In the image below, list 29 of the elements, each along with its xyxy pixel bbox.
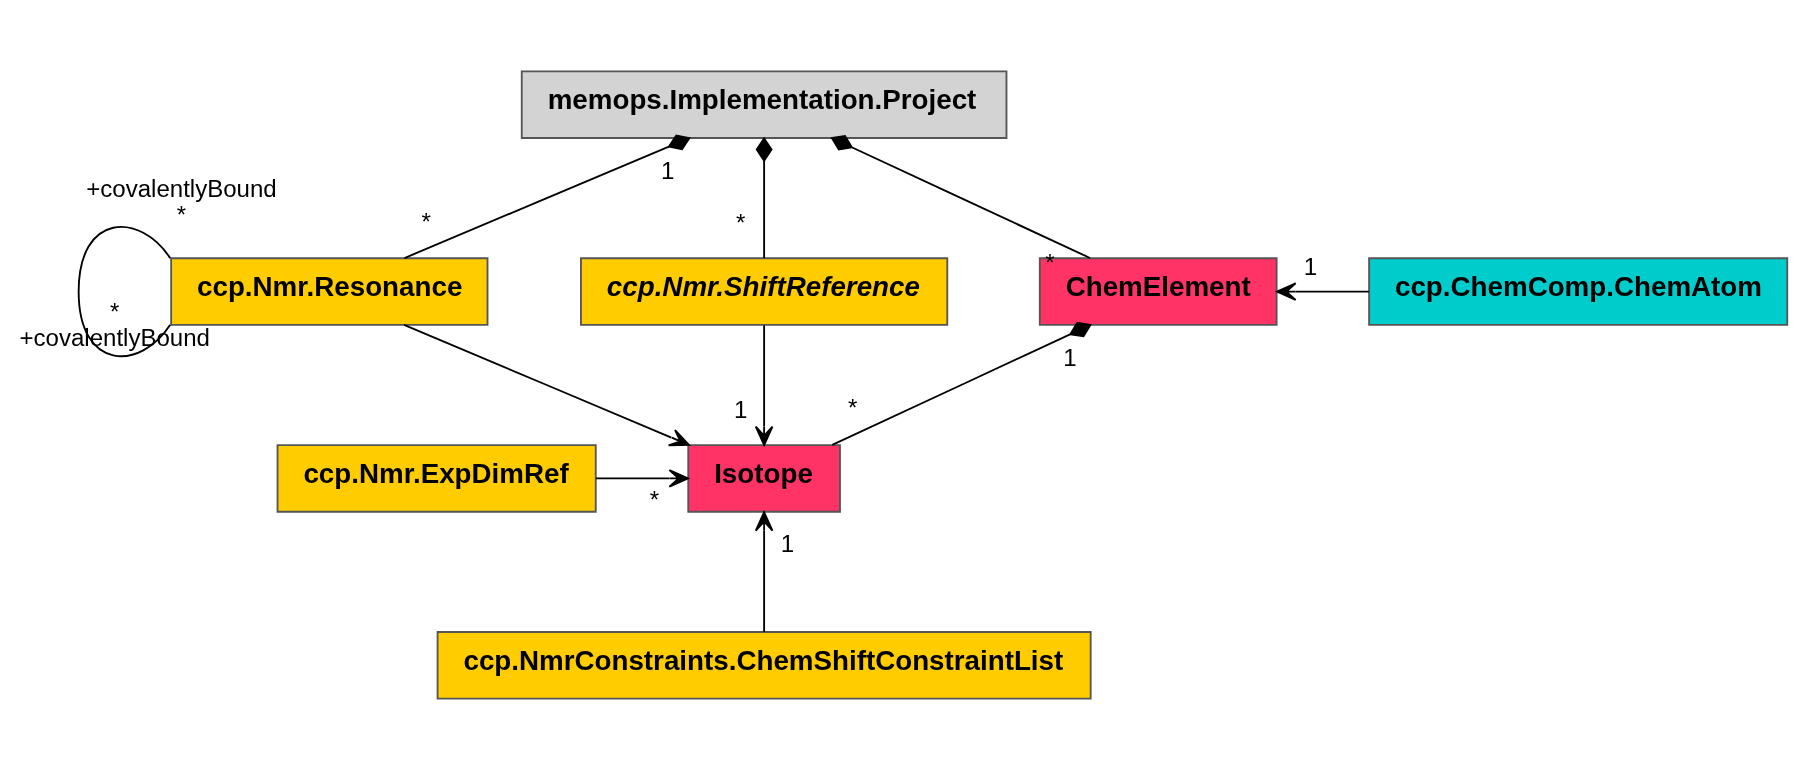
connector: [755, 136, 773, 260]
connector: [831, 321, 1092, 446]
label: *: [848, 393, 858, 421]
label: 1: [661, 156, 675, 184]
label: 1: [734, 395, 748, 423]
node-box: Isotope: [687, 444, 841, 513]
node-box: ccp.Nmr.Resonance: [170, 257, 489, 326]
node-box: memops.Implementation.Project: [520, 70, 1008, 139]
arrow: [594, 469, 689, 488]
label: +covalentlyBound: [86, 175, 277, 203]
arrow: [754, 511, 774, 633]
connector: [830, 135, 1091, 259]
node-box: ccp.Nmr.ShiftReference: [580, 257, 949, 326]
label: *: [736, 209, 746, 237]
label: *: [421, 207, 431, 235]
node-box: ccp.Nmr.ExpDimRef: [276, 444, 597, 513]
node-box: ccp.NmrConstraints.ChemShiftConstraintList: [436, 631, 1092, 700]
label: *: [176, 201, 187, 229]
connector: [403, 134, 691, 259]
node-box: ccp.ChemComp.ChemAtom: [1368, 257, 1789, 326]
arrow: [754, 324, 774, 446]
arrow: [1276, 282, 1370, 301]
label: 1: [1303, 252, 1318, 280]
label: 1: [1063, 344, 1077, 372]
label: 1: [780, 529, 795, 557]
label: *: [649, 486, 660, 514]
arrow: [403, 324, 690, 447]
label: *: [110, 297, 120, 325]
connector: [77, 226, 172, 358]
